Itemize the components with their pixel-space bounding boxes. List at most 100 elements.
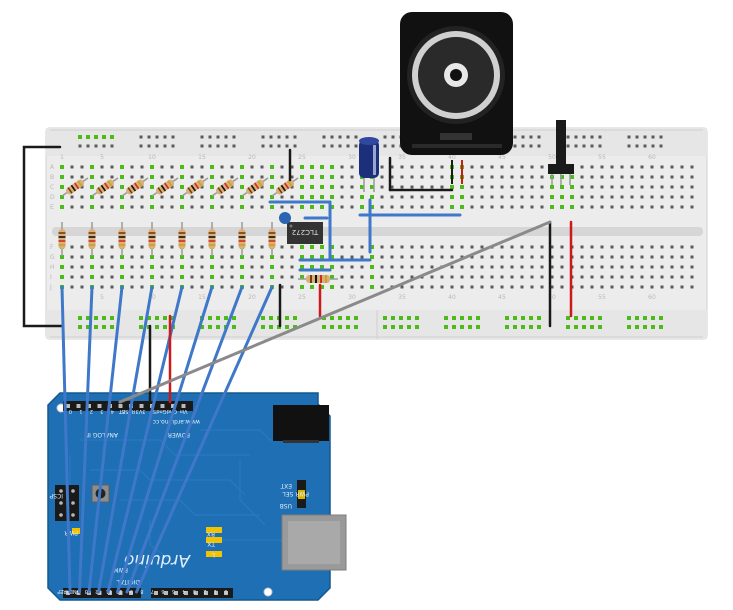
- breadboard-hole: [260, 185, 264, 189]
- breadboard-hole: [280, 175, 284, 179]
- resistor-band: [227, 180, 233, 187]
- rail-hole: [232, 135, 236, 139]
- row-letter: B: [50, 174, 54, 181]
- breadboard-hole: [540, 255, 544, 259]
- resistor-band: [137, 180, 143, 187]
- breadboard-hole: [520, 205, 524, 209]
- breadboard-hole: [630, 165, 634, 169]
- breadboard-hole: [480, 245, 484, 249]
- connected-hole: [60, 165, 64, 169]
- column-number: 20: [248, 154, 256, 161]
- breadboard-hole: [410, 265, 414, 269]
- breadboard-hole: [400, 265, 404, 269]
- breadboard-hole: [420, 205, 424, 209]
- connected-hole: [560, 195, 564, 199]
- rail-hole: [635, 144, 639, 148]
- breadboard-hole: [580, 265, 584, 269]
- resistor-band: [208, 236, 216, 238]
- breadboard-hole: [620, 175, 624, 179]
- connected-hole: [330, 255, 334, 259]
- breadboard-hole: [640, 275, 644, 279]
- connected-hole: [60, 265, 64, 269]
- resistor-band: [88, 244, 96, 246]
- breadboard-hole: [670, 265, 674, 269]
- connected-hole: [90, 175, 94, 179]
- connected-hole: [240, 195, 244, 199]
- resistor-band: [73, 182, 80, 190]
- breadboard-hole: [450, 285, 454, 289]
- breadboard-hole: [650, 165, 654, 169]
- column-number: 1: [60, 154, 64, 161]
- header-pin: [139, 404, 144, 408]
- column-numbers: 1155101015152020252530303535404045455050…: [60, 154, 656, 301]
- breadboard-hole: [670, 195, 674, 199]
- breadboard-hole: [440, 245, 444, 249]
- rail-hole: [269, 135, 273, 139]
- breadboard-hole: [470, 275, 474, 279]
- ladder-resistor: [268, 222, 276, 256]
- connected-hole: [391, 325, 395, 329]
- connected-hole: [150, 275, 154, 279]
- breadboard-hole: [220, 205, 224, 209]
- breadboard-hole: [610, 285, 614, 289]
- breadboard-hole: [620, 245, 624, 249]
- rail-hole: [261, 144, 265, 148]
- connected-hole: [370, 205, 374, 209]
- connected-hole: [60, 185, 64, 189]
- connected-hole: [338, 316, 342, 320]
- rail-hole: [574, 144, 578, 148]
- connected-hole: [330, 185, 334, 189]
- breadboard-hole: [630, 205, 634, 209]
- row-letter: I: [50, 274, 52, 281]
- resistor-band: [193, 182, 200, 190]
- resistor-band: [208, 232, 216, 234]
- connected-hole: [529, 316, 533, 320]
- connected-hole: [120, 265, 124, 269]
- breadboard-hole: [110, 165, 114, 169]
- breadboard-hole: [530, 285, 534, 289]
- resistor-shell: [268, 229, 276, 249]
- breadboard-hole: [680, 165, 684, 169]
- breadboard-hole: [590, 265, 594, 269]
- connected-hole: [635, 316, 639, 320]
- breadboard-hole: [420, 285, 424, 289]
- breadboard-hole: [680, 285, 684, 289]
- breadboard-hole: [170, 195, 174, 199]
- input-resistor: [151, 177, 179, 197]
- jumper-wires: [22, 145, 573, 328]
- digital-pin-label: 4: [182, 588, 185, 594]
- breadboard-hole: [290, 275, 294, 279]
- breadboard-hole: [540, 165, 544, 169]
- rail-hole: [200, 144, 204, 148]
- header-pin: [129, 591, 133, 595]
- analog-pin-label: 5: [121, 408, 124, 414]
- breadboard-hole: [580, 165, 584, 169]
- connected-hole: [210, 265, 214, 269]
- breadboard-hole: [520, 245, 524, 249]
- column-number: 55: [598, 294, 606, 301]
- breadboard-hole: [550, 275, 554, 279]
- breadboard-hole: [470, 205, 474, 209]
- tx-label: TX: [207, 540, 216, 547]
- connected-hole: [300, 255, 304, 259]
- ladder-resistor: [148, 222, 156, 256]
- breadboard-hole: [430, 255, 434, 259]
- ladder-resistor: [118, 222, 126, 256]
- breadboard-hole: [430, 195, 434, 199]
- connected-hole: [210, 185, 214, 189]
- breadboard-hole: [470, 165, 474, 169]
- connected-hole: [460, 205, 464, 209]
- breadboard-hole: [660, 175, 664, 179]
- digital-pin-label: 8: [140, 588, 143, 594]
- breadboard-hole: [510, 275, 514, 279]
- resistor-band: [280, 184, 287, 192]
- breadboard-hole: [600, 285, 604, 289]
- connected-hole: [270, 165, 274, 169]
- breadboard-hole: [620, 265, 624, 269]
- breadboard-hole: [480, 175, 484, 179]
- input-resistor: [61, 177, 89, 197]
- ladder-resistor: [208, 222, 216, 256]
- breadboard-hole: [230, 285, 234, 289]
- breadboard-hole: [80, 185, 84, 189]
